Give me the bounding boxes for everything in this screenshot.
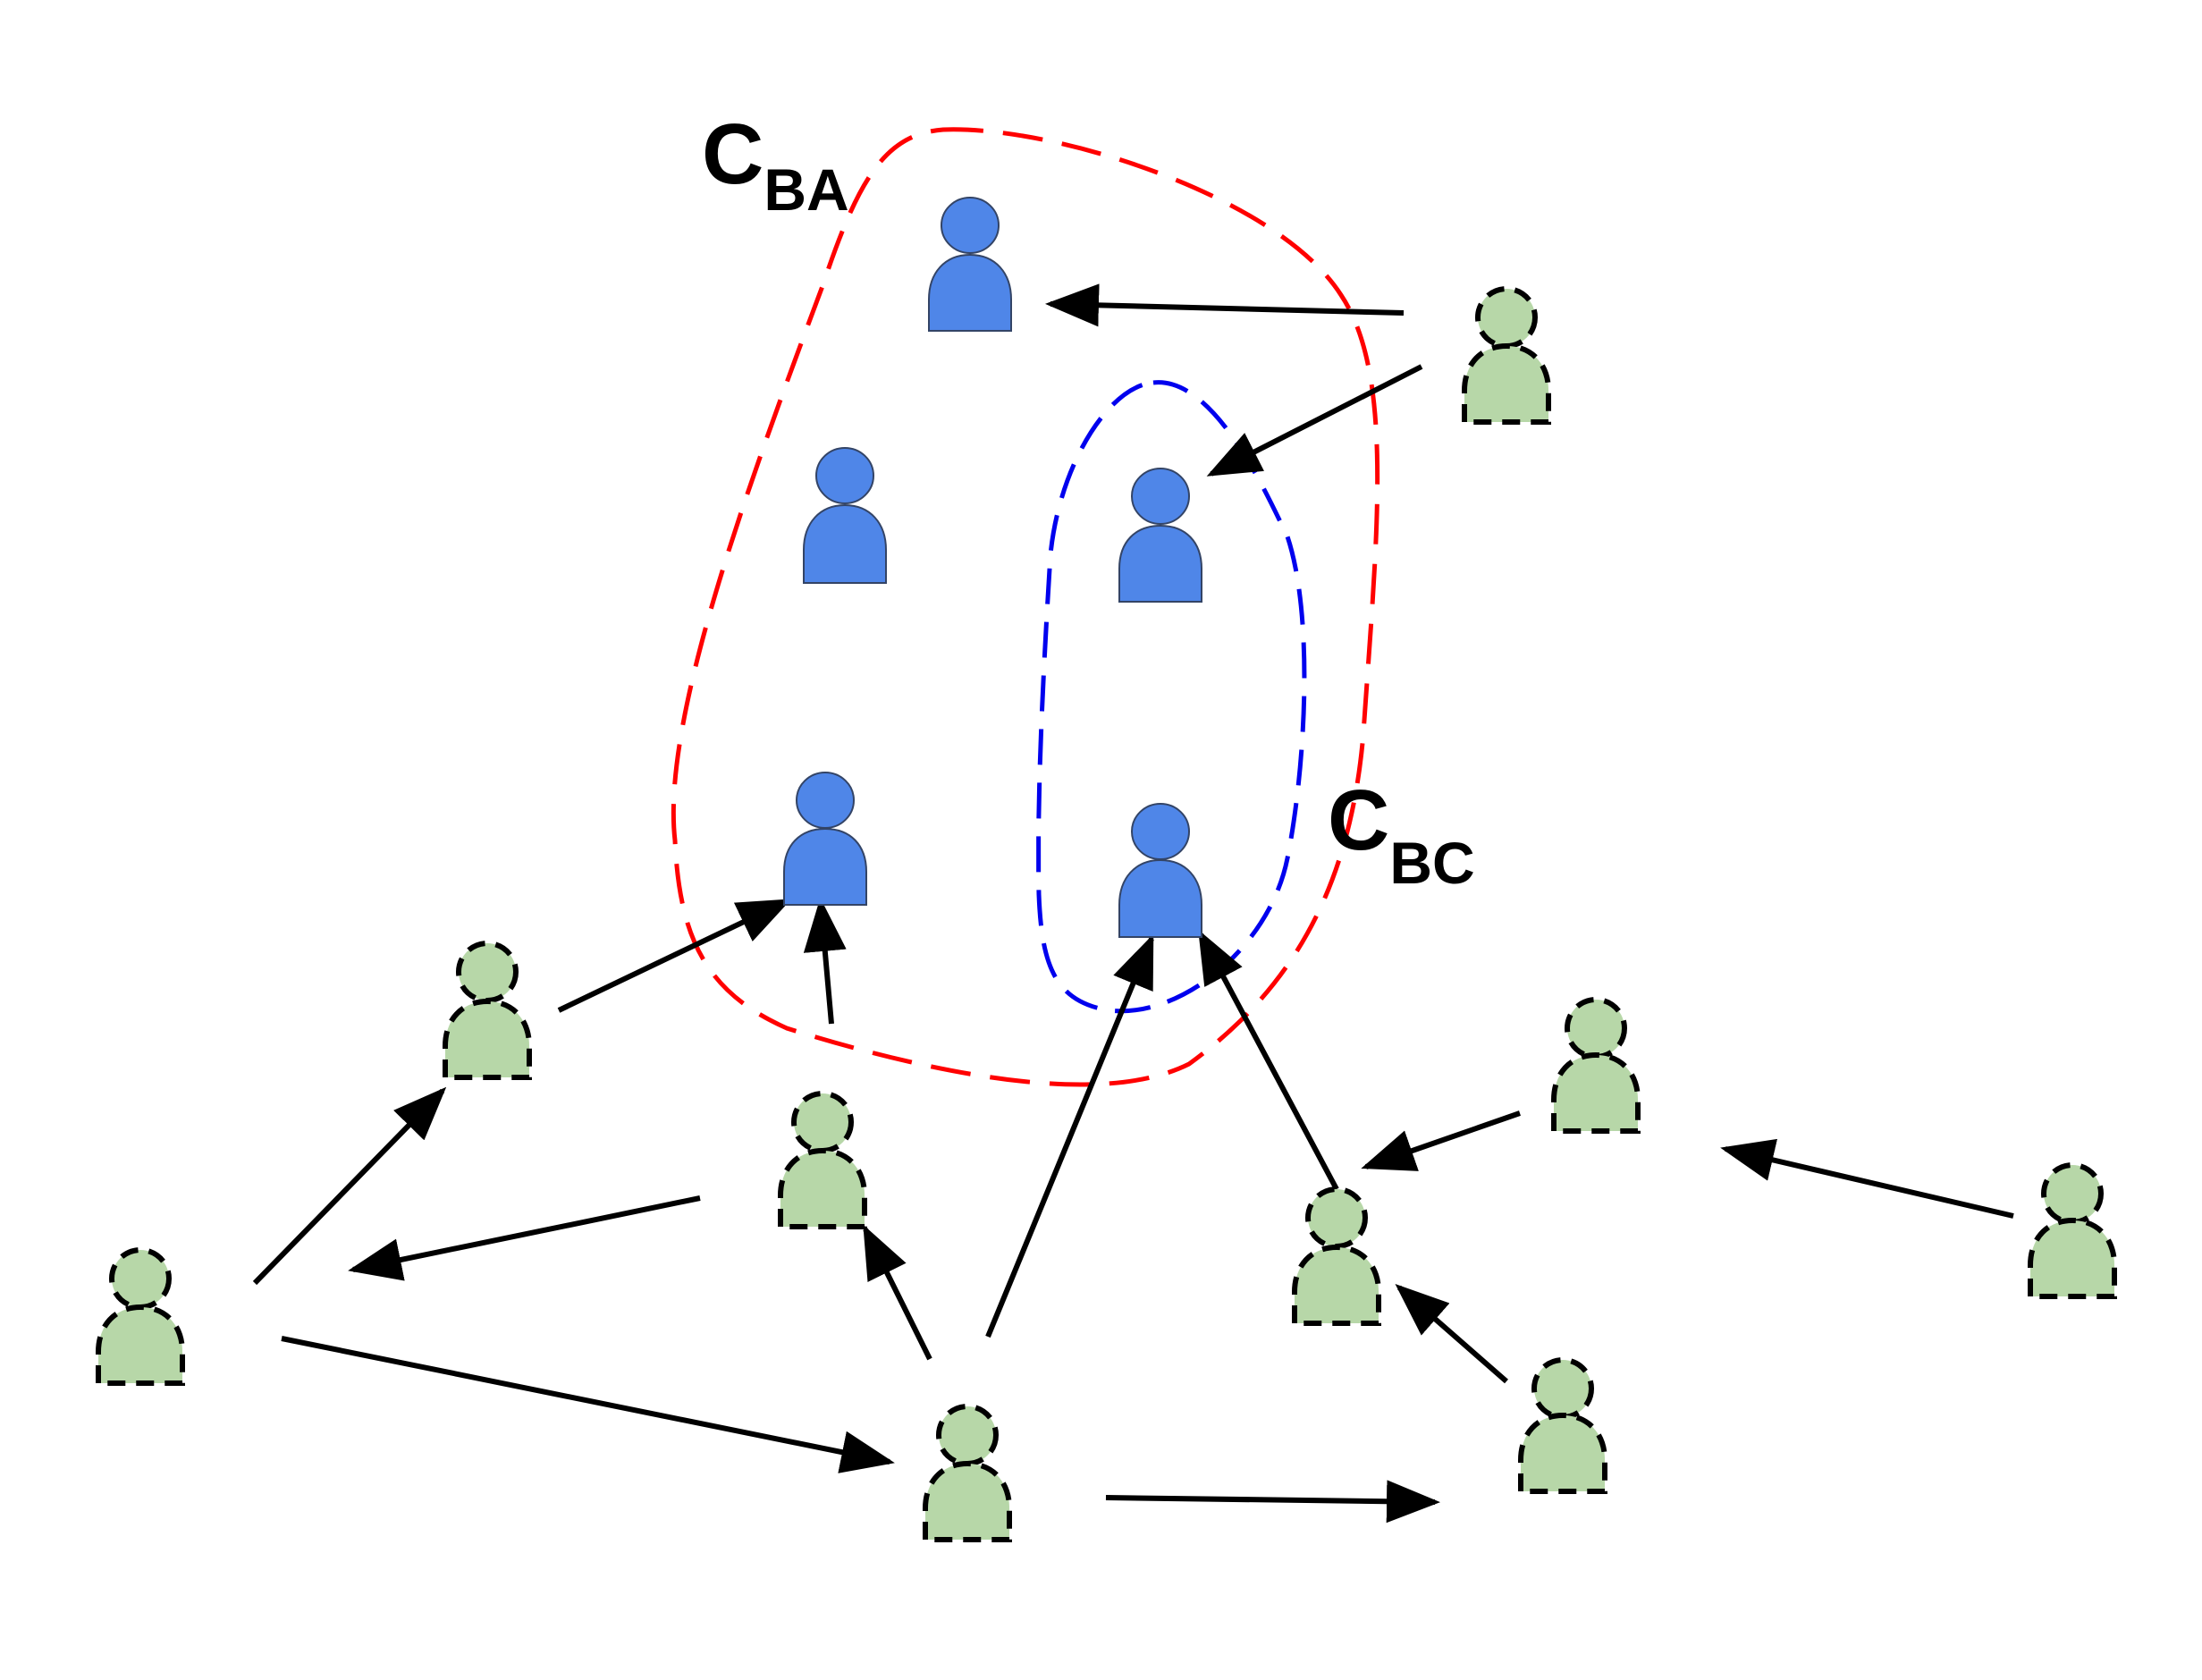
arrow-3 bbox=[557, 899, 792, 1013]
label-cba-main: C bbox=[702, 106, 764, 202]
arrow-12 bbox=[1361, 1110, 1521, 1171]
arrow-1 bbox=[1045, 283, 1405, 327]
arrows bbox=[252, 283, 2014, 1524]
person-icon bbox=[1462, 286, 1551, 425]
label-cbc-sub: BC bbox=[1389, 830, 1474, 896]
arrow-2 bbox=[1206, 364, 1423, 477]
person-icon bbox=[96, 1247, 185, 1386]
arrow-7 bbox=[252, 1086, 447, 1286]
inner-boundary bbox=[1036, 380, 1307, 1014]
person-icon bbox=[778, 1091, 867, 1229]
person-icon bbox=[923, 1404, 1012, 1542]
arrow-8 bbox=[348, 1195, 701, 1281]
person-icon bbox=[1118, 803, 1202, 938]
person-icon bbox=[803, 447, 887, 584]
person-icon bbox=[783, 772, 867, 906]
arrow-14 bbox=[1720, 1138, 2014, 1219]
outer-boundary bbox=[671, 127, 1380, 1087]
arrow-5 bbox=[985, 933, 1154, 1338]
label-cbc-main: C bbox=[1328, 772, 1389, 868]
label-cba: CBA bbox=[702, 106, 849, 223]
person-icon bbox=[1518, 1357, 1607, 1494]
arrow-10 bbox=[863, 1224, 932, 1361]
arrow-11 bbox=[1105, 1480, 1440, 1524]
person-icon bbox=[928, 197, 1012, 332]
person-icon bbox=[1292, 1186, 1381, 1326]
person-icon bbox=[1118, 468, 1202, 603]
arrow-13 bbox=[1395, 1284, 1508, 1384]
person-icon bbox=[1551, 997, 1641, 1134]
person-icon bbox=[443, 941, 532, 1080]
arrow-4 bbox=[803, 898, 847, 1025]
member-persons bbox=[783, 197, 1202, 938]
arrow-6 bbox=[1198, 929, 1339, 1191]
arrow-9 bbox=[281, 1336, 895, 1473]
label-cbc: CBC bbox=[1328, 772, 1475, 896]
label-cba-sub: BA bbox=[764, 156, 848, 223]
person-icon bbox=[2028, 1162, 2117, 1299]
outsider-persons bbox=[96, 286, 2117, 1542]
